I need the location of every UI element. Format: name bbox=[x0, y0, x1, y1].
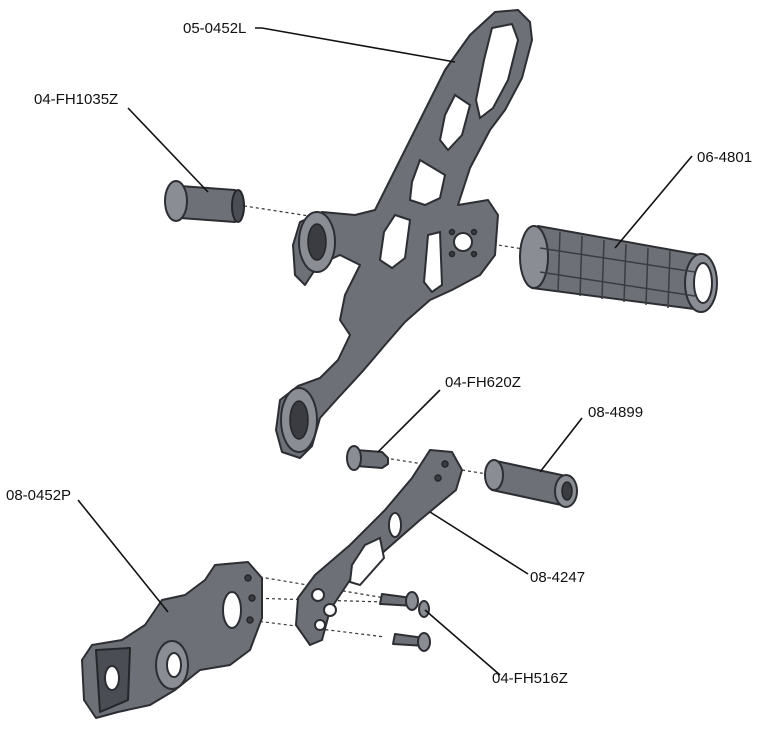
mount-plate-08-0452P bbox=[81, 561, 263, 719]
label-mount-plate: 08-0452P bbox=[6, 487, 71, 504]
spacer-08-4899 bbox=[484, 459, 578, 508]
bracket-05-0452L bbox=[275, 9, 533, 459]
bolt-04-FH620Z bbox=[346, 445, 389, 471]
part-labels: 05-0452L 04-FH1035Z 06-4801 04-FH620Z 08… bbox=[6, 20, 752, 687]
bolts-04-FH516Z bbox=[379, 591, 431, 652]
label-bracket: 05-0452L bbox=[183, 20, 246, 37]
bolt-04-FH1035Z bbox=[164, 180, 245, 223]
footpeg-06-4801 bbox=[519, 225, 718, 313]
lever-arm-08-4247 bbox=[295, 449, 463, 646]
label-bolt-top: 04-FH1035Z bbox=[34, 91, 118, 108]
leader-lines bbox=[77, 27, 693, 676]
label-lever-arm: 08-4247 bbox=[530, 569, 585, 586]
label-bolt-mid: 04-FH620Z bbox=[445, 374, 521, 391]
label-footpeg: 06-4801 bbox=[697, 149, 752, 166]
label-bolts-small: 04-FH516Z bbox=[492, 670, 568, 687]
label-spacer: 08-4899 bbox=[588, 404, 643, 421]
